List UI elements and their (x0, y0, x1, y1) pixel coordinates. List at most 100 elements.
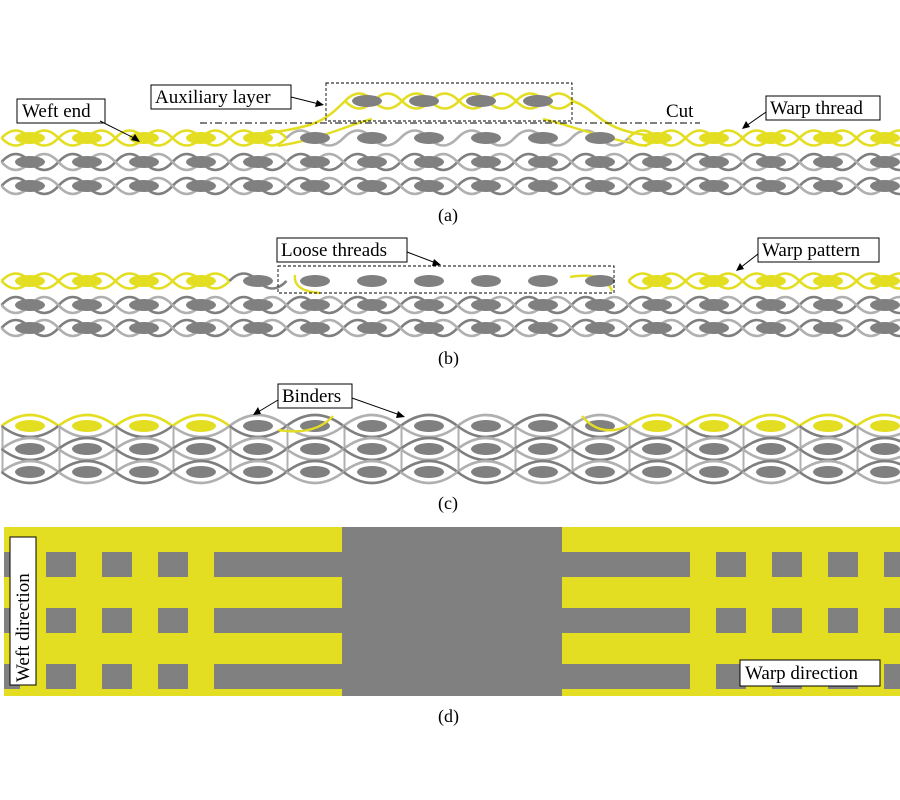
panel-a (0, 92, 900, 196)
panel-b (0, 272, 900, 338)
b-layer2-weft (414, 299, 444, 311)
c-binder-arc-top (456, 436, 516, 451)
a-top-weft (72, 132, 102, 144)
warp-thread-arrow (745, 111, 767, 127)
a-layer2-weft (357, 156, 387, 168)
caption-b: (b) (438, 348, 459, 369)
a-top-weft (585, 132, 615, 144)
c-row2-weft (870, 466, 900, 478)
auxiliary-layer-box (325, 82, 573, 122)
a-layer2-weft (186, 156, 216, 168)
c-binder-arc-top (798, 436, 858, 451)
c-binder-arc-top (456, 413, 516, 428)
c-binder-arc-bottom (570, 470, 630, 485)
b-layer3-weft (585, 322, 615, 334)
b-layer2-weft (186, 299, 216, 311)
c-binder-arc-top (570, 459, 630, 474)
c-binder-arc-top (684, 459, 744, 474)
c-row2-weft (129, 466, 159, 478)
b-layer2-weft (642, 299, 672, 311)
a-layer2-weft (243, 156, 273, 168)
c-binder-arc-top (798, 413, 858, 428)
c-binder-arc-bottom (399, 470, 459, 485)
binders-label: Binders (282, 386, 341, 407)
auxiliary-layer-label-box (150, 84, 292, 110)
caption-a: (a) (438, 205, 458, 226)
b-loose-end-left (293, 274, 321, 295)
c-binder-arc-top (741, 413, 801, 428)
c-row2-weft (585, 466, 615, 478)
a-layer2-weft (129, 156, 159, 168)
warp-thread-label: Warp thread (770, 98, 863, 119)
a-layer3-weft (813, 180, 843, 192)
a-top-weft (756, 132, 786, 144)
c-binder-arc-top (57, 459, 117, 474)
b-top-weft (471, 275, 501, 287)
a-layer3-weft (642, 180, 672, 192)
c-binder-arc-top (855, 459, 900, 474)
binders-arrow-right (351, 397, 401, 416)
c-row0-weft (129, 420, 159, 432)
c-row0-weft (72, 420, 102, 432)
c-binder-arc-top (741, 459, 801, 474)
binders-arrowhead-left (253, 407, 261, 415)
a-aux-weft (466, 95, 496, 107)
c-binder-arc-bottom (456, 470, 516, 485)
c-binder-arc-bottom (114, 470, 174, 485)
c-binder-arc-top (57, 413, 117, 428)
b-layer2-weft (357, 299, 387, 311)
a-top-weft (357, 132, 387, 144)
c-row2-weft (756, 466, 786, 478)
a-layer2-weft (870, 156, 900, 168)
warp-pattern-arrow (739, 253, 759, 269)
c-binder-arc-top (228, 413, 288, 428)
c-binder-yellow-left (277, 415, 334, 433)
d-weft-band-right (562, 608, 900, 633)
a-layer2-weft (756, 156, 786, 168)
b-layer3-weft (642, 322, 672, 334)
d-warp-stripe-left (132, 527, 158, 696)
a-layer2-weft (528, 156, 558, 168)
c-binder-arc-bottom (228, 470, 288, 485)
c-row2-weft (528, 466, 558, 478)
c-row1-weft (243, 443, 273, 455)
loose-threads-arrowhead (432, 259, 441, 266)
b-layer3-weft (72, 322, 102, 334)
c-binder-arc-top (342, 459, 402, 474)
annotations-a: Weft end Auxiliary layer Cut Warp thread… (16, 82, 881, 226)
c-binder-arc-top (0, 436, 60, 451)
c-binder-arc-top (342, 413, 402, 428)
binders-arrow-left (257, 399, 279, 413)
b-top-weft (300, 275, 330, 287)
loose-threads-arrow (406, 251, 437, 264)
a-top-mid-warp-1 (285, 129, 630, 147)
c-row1-weft (414, 443, 444, 455)
a-layer3-weft (129, 180, 159, 192)
weft-direction-label: Weft direction (13, 573, 34, 682)
caption-c: (c) (438, 493, 458, 514)
b-top-weft (72, 275, 102, 287)
c-row1-weft (585, 443, 615, 455)
weft-end-arrow (99, 120, 139, 141)
warp-thread-arrowhead (742, 121, 750, 129)
loose-threads-label-box (276, 237, 408, 263)
c-binder-arc-top (0, 413, 60, 428)
a-top-weft (813, 132, 843, 144)
d-warp-stripe-left (188, 527, 214, 696)
a-aux-weft (352, 95, 382, 107)
c-row1-weft (129, 443, 159, 455)
d-cut-region (342, 527, 562, 696)
c-row1-weft (699, 443, 729, 455)
a-top-weft (243, 132, 273, 144)
b-layer3-weft (357, 322, 387, 334)
c-binder-arc-top (114, 413, 174, 428)
c-binder-arc-top (114, 436, 174, 451)
b-layer3-warp-lower (0, 318, 900, 338)
c-binder-arc-top (228, 459, 288, 474)
b-top-weft (756, 275, 786, 287)
c-row0-weft (756, 420, 786, 432)
warp-direction-box (739, 659, 881, 687)
c-binder-arc-bottom (855, 470, 900, 485)
warp-pattern-box (757, 237, 880, 263)
c-row0-weft (528, 420, 558, 432)
